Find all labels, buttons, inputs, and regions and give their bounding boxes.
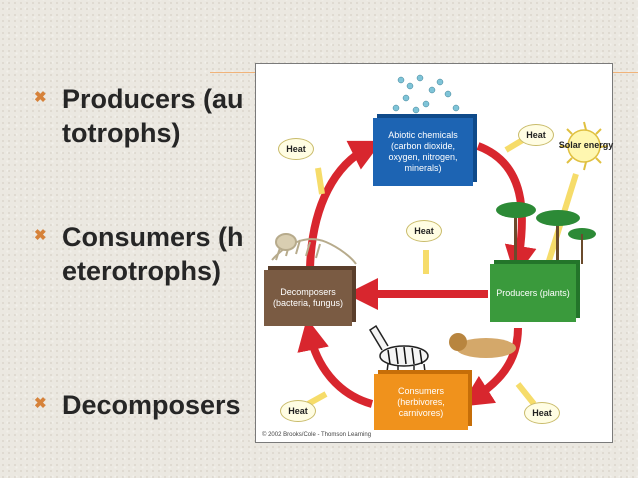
x-mark-icon: ✖ xyxy=(34,395,47,412)
cycle-arrow-producers-to-consumers xyxy=(460,327,522,407)
cycle-arrow-abiotic-to-producers xyxy=(476,142,537,278)
heat-label: Heat xyxy=(278,138,314,160)
zebra-icon xyxy=(368,324,429,381)
heat-label: Heat xyxy=(518,124,554,146)
nutrient-cycle-diagram: Abiotic chemicals (carbon dioxide, oxyge… xyxy=(255,63,613,443)
heat-label: Heat xyxy=(280,400,316,422)
heat-arrow-5 xyxy=(515,382,537,406)
x-mark-icon: ✖ xyxy=(34,227,47,244)
bullet-text: Consumers (heterotrophs) xyxy=(62,222,244,286)
producers-box: Producers (plants) xyxy=(490,264,576,322)
decomposers-box: Decomposers (bacteria, fungus) xyxy=(264,270,352,326)
sun-icon xyxy=(559,121,609,171)
heat-label: Heat xyxy=(406,220,442,242)
consumers-box: Consumers (herbivores, carnivores) xyxy=(374,374,468,430)
abiotic-chemicals-box: Abiotic chemicals (carbon dioxide, oxyge… xyxy=(373,118,473,186)
cycle-arrow-decomposers-to-abiotic xyxy=(306,140,383,269)
bullet-text: Decomposers xyxy=(62,390,241,420)
heat-label: Heat xyxy=(524,402,560,424)
heat-arrow-4 xyxy=(306,391,328,407)
diagram-graphics xyxy=(271,74,609,408)
molecules-icon xyxy=(392,74,460,114)
copyright: © 2002 Brooks/Cole - Thomson Learning xyxy=(262,432,372,438)
heat-arrow-1 xyxy=(315,167,325,195)
x-mark-icon: ✖ xyxy=(34,89,47,106)
cycle-arrow-consumers-to-decomposers xyxy=(297,318,374,408)
lion-icon xyxy=(449,333,516,358)
trees-icon xyxy=(496,202,596,266)
bullet-text: Producers (autotrophs) xyxy=(62,84,244,148)
skeleton-icon xyxy=(271,233,357,265)
solar-energy-label: Solar energy xyxy=(558,140,614,150)
